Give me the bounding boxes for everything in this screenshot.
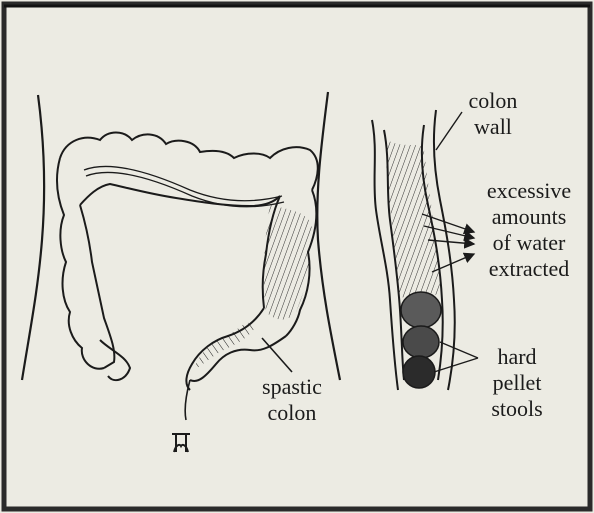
lumen-contents-hatch <box>386 140 440 299</box>
pellet-1 <box>401 292 441 328</box>
label-excessive-water-line-1: excessive <box>470 178 588 204</box>
anus-mark <box>172 434 190 452</box>
pellet-2 <box>403 326 439 358</box>
label-hard-pellet-stools-line-1: hard <box>472 344 562 370</box>
sigmoid-hatch <box>194 322 256 370</box>
label-excessive-water-line-3: of water <box>470 230 588 256</box>
label-spastic-colon-line-2: colon <box>244 400 340 426</box>
spastic-segment-hatch <box>264 205 312 320</box>
label-hard-pellet-stools: hard pellet stools <box>472 344 562 422</box>
label-colon-wall-line-2: wall <box>448 114 538 140</box>
label-spastic-colon-line-1: spastic <box>244 374 340 400</box>
torso-right-outline <box>317 92 340 380</box>
pellet-3 <box>403 356 435 388</box>
label-colon-wall-line-1: colon <box>448 88 538 114</box>
label-colon-wall: colon wall <box>448 88 538 140</box>
label-excessive-water-line-2: amounts <box>470 204 588 230</box>
label-excessive-water-line-4: extracted <box>470 256 588 282</box>
torso-left-outline <box>22 95 44 380</box>
label-spastic-colon: spastic colon <box>244 374 340 426</box>
label-hard-pellet-stools-line-2: pellet <box>472 370 562 396</box>
label-excessive-water: excessive amounts of water extracted <box>470 178 588 282</box>
label-hard-pellet-stools-line-3: stools <box>472 396 562 422</box>
pellet-stools <box>401 292 441 388</box>
